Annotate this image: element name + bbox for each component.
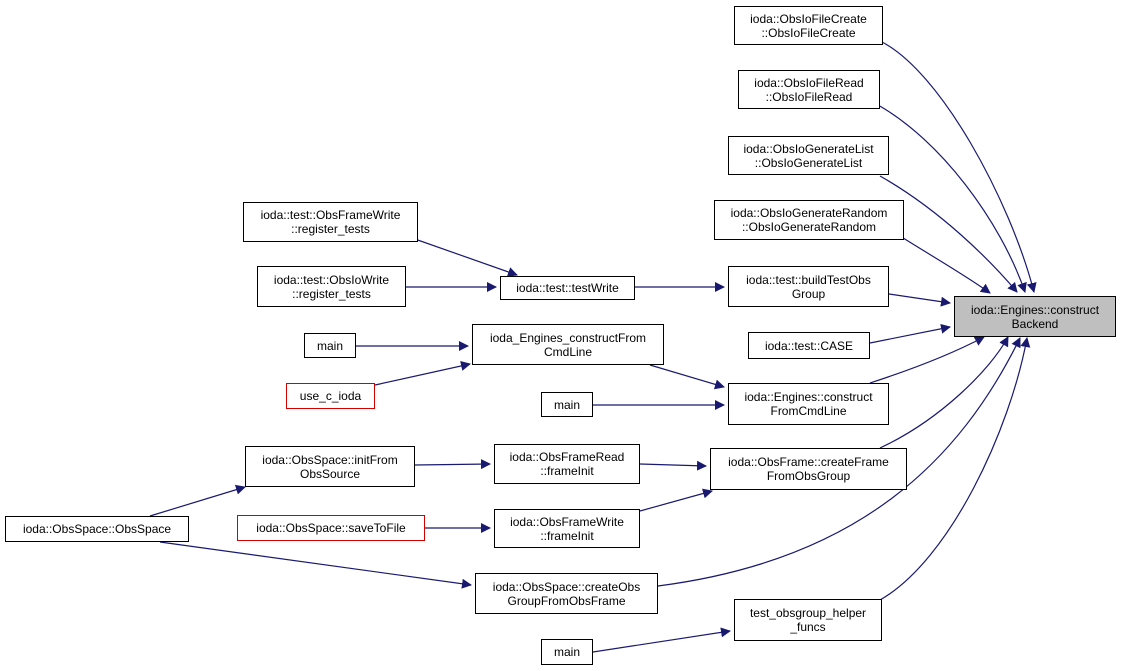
node-line-1: ioda::ObsFrameWrite (510, 514, 624, 529)
node-constructfromcmdline[interactable]: ioda::Engines::construct FromCmdLine (728, 383, 889, 425)
node-line-1: ioda::test::ObsFrameWrite (260, 208, 401, 222)
node-savetofile[interactable]: ioda::ObsSpace::saveToFile (237, 515, 425, 541)
edge-createobsgroup-root (657, 337, 1021, 587)
node-line-2: ::register_tests (292, 286, 371, 301)
edge-buildtestobsgroup (888, 293, 951, 307)
node-line-1: main (553, 645, 580, 659)
edge-obsiogeneraterandom (899, 235, 991, 294)
edge-framewriteinit (639, 488, 713, 512)
node-line-1: ioda::Engines::construct (744, 390, 873, 404)
node-line-2: _funcs (790, 620, 826, 634)
node-line-1: main (553, 397, 580, 412)
node-line-2: ::ObsIoFileCreate (761, 25, 856, 40)
edge-obsiofileread (877, 104, 1027, 293)
edge-constructfromcmdline (869, 336, 985, 384)
node-line-1: ioda::ObsSpace::ObsSpace (22, 522, 172, 536)
node-line-1: use_c_ioda (299, 389, 362, 403)
node-main-b[interactable]: main (541, 392, 593, 417)
node-line-1: ioda::ObsFrame::createFrame (728, 455, 889, 469)
node-line-2: ::frameInit (540, 464, 594, 478)
edge-initfromobssource (414, 459, 491, 470)
node-line-1: ioda::test::buildTestObs (746, 272, 871, 287)
node-line-1: ioda::Engines::construct (970, 302, 1100, 317)
node-line-1: ioda::ObsIoGenerateList (743, 141, 874, 156)
node-line-2: ObsSource (299, 466, 361, 481)
node-test-testwrite[interactable]: ioda::test::testWrite (500, 276, 635, 300)
node-line-1: ioda_Engines_constructFrom (489, 330, 647, 345)
node-engines-constructbackend: ioda::Engines::construct Backend (954, 296, 1116, 337)
node-line-1: ioda::ObsIoGenerateRandom (730, 206, 888, 220)
edge-obsiofilecreate (879, 40, 1037, 293)
node-line-2: Backend (1011, 316, 1059, 331)
node-use-c-ioda[interactable]: use_c_ioda (286, 383, 375, 409)
node-obsiofilecreate[interactable]: ioda::ObsIoFileCreate ::ObsIoFileCreate (734, 6, 883, 45)
node-obsiofileread[interactable]: ioda::ObsIoFileRead ::ObsIoFileRead (738, 70, 880, 109)
edge-main-d (592, 627, 731, 653)
node-obsframewrite-frameinit[interactable]: ioda::ObsFrameWrite ::frameInit (494, 509, 640, 548)
node-obsspace-constructor[interactable]: ioda::ObsSpace::ObsSpace (5, 516, 189, 542)
node-line-2: GroupFromObsFrame (507, 593, 626, 608)
node-createframefromobsgroup[interactable]: ioda::ObsFrame::createFrame FromObsGroup (710, 448, 907, 490)
node-ioda-engines-constructfromcmdline-c[interactable]: ioda_Engines_constructFrom CmdLine (472, 324, 664, 365)
node-line-2: ::ObsIoFileRead (765, 89, 853, 104)
node-line-2: ::ObsIoGenerateList (754, 155, 863, 170)
edge-obsiogeneratelist (879, 175, 1018, 293)
node-initfromobssource[interactable]: ioda::ObsSpace::initFrom ObsSource (245, 446, 415, 487)
node-line-2: Group (791, 286, 826, 301)
edge-createframefromobsgroup (879, 336, 1009, 449)
node-main-d[interactable]: main (541, 639, 593, 665)
edge-testobsgrouphelper (879, 337, 1031, 601)
node-obsframewrite-register-tests[interactable]: ioda::test::ObsFrameWrite ::register_tes… (243, 202, 418, 242)
node-line-1: ioda::ObsSpace::createObs (492, 579, 641, 594)
edge-use-c-ioda (374, 361, 471, 386)
node-line-2: FromObsGroup (766, 469, 851, 483)
node-line-1: main (316, 338, 343, 353)
node-obsiogeneraterandom[interactable]: ioda::ObsIoGenerateRandom ::ObsIoGenerat… (714, 200, 904, 240)
edge-ioda-engines-c (649, 364, 725, 390)
node-line-1: ioda::test::ObsIoWrite (273, 272, 390, 287)
node-line-2: ::ObsIoGenerateRandom (741, 220, 877, 234)
node-main-a[interactable]: main (304, 333, 356, 358)
node-createobsgroupfromobsframe[interactable]: ioda::ObsSpace::createObs GroupFromObsFr… (475, 573, 658, 614)
node-line-1: ioda::test::testWrite (516, 281, 619, 295)
node-line-1: ioda::ObsSpace::saveToFile (256, 521, 406, 535)
node-line-2: ::frameInit (540, 528, 594, 543)
node-line-1: ioda::ObsIoFileCreate (750, 11, 867, 26)
node-line-1: ioda::ObsIoFileRead (754, 75, 864, 90)
edge-framereadinit (639, 460, 707, 471)
edge-obsspace-initfrom (149, 484, 246, 517)
edge-framewrite-register (411, 237, 518, 277)
node-obsiowrite-register-tests[interactable]: ioda::test::ObsIoWrite ::register_tests (257, 266, 406, 307)
node-buildtestobsgroup[interactable]: ioda::test::buildTestObs Group (728, 266, 889, 307)
node-obsiogeneratelist[interactable]: ioda::ObsIoGenerateList ::ObsIoGenerateL… (728, 136, 889, 175)
node-line-1: ioda::ObsFrameRead (509, 450, 625, 464)
node-line-1: ioda::test::CASE (764, 338, 854, 353)
node-test-case[interactable]: ioda::test::CASE (748, 332, 870, 359)
node-test-obsgroup-helper-funcs[interactable]: test_obsgroup_helper _funcs (734, 599, 882, 641)
node-line-2: FromCmdLine (770, 404, 847, 418)
node-line-1: test_obsgroup_helper (749, 606, 867, 620)
node-line-1: ioda::ObsSpace::initFrom (262, 452, 398, 467)
node-line-2: CmdLine (543, 344, 593, 359)
node-line-2: ::register_tests (291, 222, 370, 236)
edge-testcase (869, 323, 951, 344)
node-obsframeread-frameinit[interactable]: ioda::ObsFrameRead ::frameInit (494, 444, 640, 484)
edge-obsspace-createobs (159, 541, 472, 589)
